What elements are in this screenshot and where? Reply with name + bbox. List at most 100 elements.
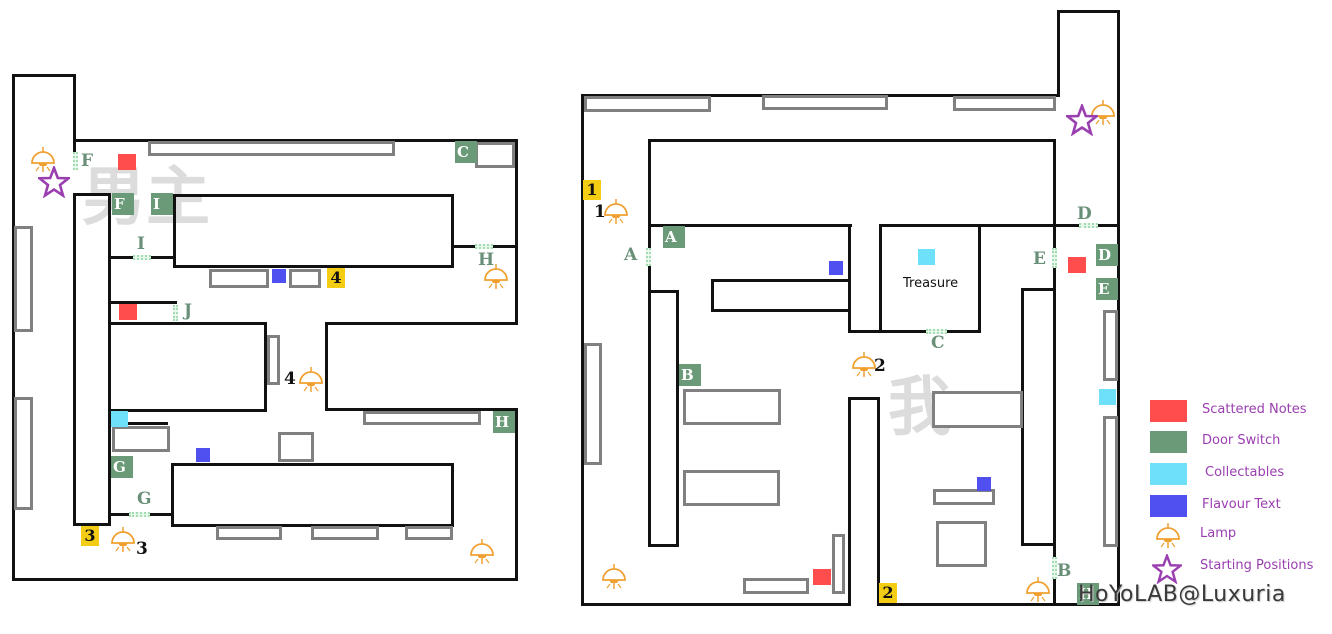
scattered-note[interactable] [119, 304, 137, 320]
lamp-icon[interactable] [482, 263, 510, 291]
wall [946, 330, 981, 333]
furniture [112, 426, 170, 452]
wall [879, 330, 927, 333]
wall-block [171, 463, 454, 527]
wall [676, 290, 679, 547]
treasure-label: Treasure [903, 276, 959, 291]
wall [1057, 10, 1119, 13]
lamp-icon [1154, 522, 1182, 550]
door-switch-b[interactable]: B [679, 364, 701, 386]
star-icon [1152, 554, 1182, 584]
flavour-text[interactable] [196, 448, 210, 462]
flavour-text[interactable] [977, 477, 991, 491]
scattered-note[interactable] [1068, 257, 1086, 273]
lamp-icon[interactable] [600, 563, 628, 591]
door-switch-c[interactable]: C [455, 141, 477, 163]
flavour-text[interactable] [829, 261, 843, 275]
door-switch-i[interactable]: I [151, 193, 173, 215]
wall [879, 224, 882, 333]
scattered-note[interactable] [118, 154, 136, 170]
lamp-number: 4 [284, 369, 296, 389]
door-e [1052, 248, 1057, 268]
wall [978, 224, 981, 333]
wall-block [1021, 288, 1056, 546]
door-f [73, 152, 78, 170]
lamp-icon[interactable] [297, 366, 325, 394]
wall [1117, 10, 1120, 606]
wall [848, 397, 851, 606]
furniture [932, 391, 1023, 428]
furniture [289, 269, 321, 288]
door-switch-d[interactable]: D [1096, 244, 1118, 266]
door-j [173, 305, 178, 321]
lamp-icon[interactable] [109, 526, 137, 554]
door-switch-g[interactable]: G [111, 456, 133, 478]
wall [73, 523, 111, 526]
wall [515, 409, 518, 581]
legend-item-lamp: Lamp [1150, 524, 1330, 548]
door-switch-f[interactable]: F [112, 193, 134, 215]
door-label-g: G [137, 489, 152, 509]
starting-position-star-icon[interactable] [38, 166, 70, 198]
wall-block [108, 322, 267, 412]
cyan-square-icon [1150, 463, 1187, 485]
wall [648, 139, 1056, 142]
furniture [475, 142, 515, 168]
wall [848, 224, 851, 333]
wall [648, 290, 679, 293]
furniture [14, 226, 33, 332]
wall-block [325, 322, 518, 411]
furniture [584, 343, 602, 465]
door-label-c: C [931, 333, 945, 353]
collectable[interactable] [111, 411, 128, 427]
furniture [832, 534, 845, 594]
legend-item-starting-positions: Starting Positions [1150, 556, 1330, 580]
wall-block [173, 194, 454, 268]
door-c [926, 329, 947, 334]
numbered-badge: 1 [583, 180, 601, 200]
door-switch-h[interactable]: H [493, 411, 515, 433]
door-i [133, 255, 151, 260]
door-switch-a[interactable]: A [663, 226, 685, 248]
legend-item-collectables: Collectables [1150, 463, 1330, 487]
furniture [933, 489, 995, 505]
wall [848, 330, 882, 333]
scattered-note[interactable] [813, 569, 831, 585]
flavour-text[interactable] [272, 269, 286, 283]
lamp-icon[interactable] [1024, 576, 1052, 604]
door-b [1052, 557, 1057, 579]
furniture [14, 397, 33, 510]
furniture [936, 521, 987, 567]
lamp-icon[interactable] [602, 198, 630, 226]
furniture [584, 96, 711, 112]
furniture [148, 141, 395, 156]
wall [73, 139, 518, 142]
door-switch-e[interactable]: E [1096, 278, 1118, 300]
door-h [475, 244, 493, 249]
lamp-icon[interactable] [468, 538, 496, 566]
door-label-h: H [478, 250, 495, 270]
wall [1053, 267, 1056, 606]
watermark-left: 男主 [82, 161, 210, 235]
wall [75, 193, 111, 196]
legend-item-door-switch: Door Switch [1150, 431, 1330, 455]
furniture [683, 389, 781, 425]
door-switch-h[interactable]: H [1077, 583, 1099, 605]
green-square-icon [1150, 431, 1187, 453]
wall [73, 74, 76, 153]
furniture [216, 526, 282, 540]
wall [73, 193, 76, 526]
collectable[interactable] [1099, 389, 1116, 405]
wall [1053, 139, 1056, 250]
wall-block [711, 279, 851, 312]
wall [848, 397, 878, 400]
numbered-badge: 2 [879, 583, 897, 603]
starting-position-star-icon[interactable] [1066, 104, 1098, 136]
treasure-collectable[interactable] [918, 249, 935, 265]
lamp-number: 2 [874, 356, 886, 376]
furniture [311, 526, 379, 540]
furniture [405, 526, 453, 540]
blue-square-icon [1150, 495, 1187, 517]
furniture [743, 578, 809, 594]
furniture [1103, 416, 1118, 547]
